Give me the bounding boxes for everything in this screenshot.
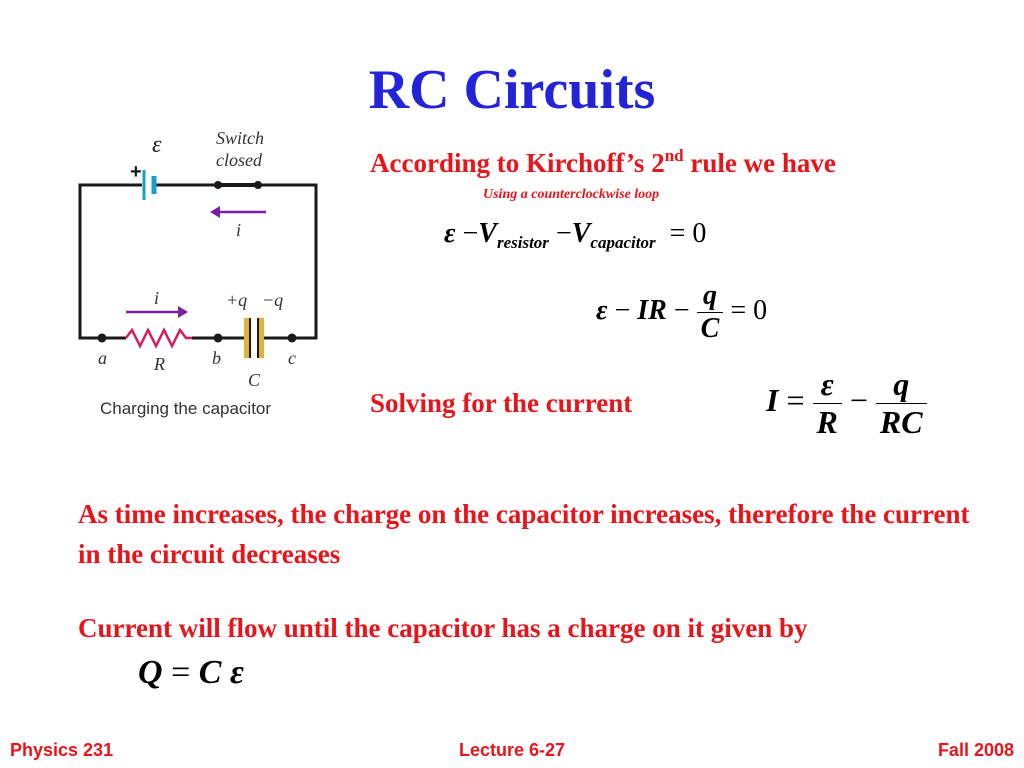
eq1-v-resistor: V	[478, 218, 497, 249]
solving-label: Solving for the current	[370, 388, 633, 418]
eq1-minus-2: −	[555, 218, 572, 249]
eq4-c: C	[198, 654, 222, 691]
paragraph-time-increases: As time increases, the charge on the cap…	[78, 499, 970, 569]
battery-plus-label: +	[130, 161, 142, 183]
circuit-wires	[78, 183, 318, 340]
eq3-fraction-emf-over-r: ε R	[812, 366, 842, 441]
eq4-equals: =	[171, 654, 191, 691]
circuit-caption: Charging the capacitor	[100, 399, 271, 418]
eq3-numerator-emf: ε	[820, 366, 834, 402]
eq3-denominator-r: R	[812, 403, 842, 441]
eq2-ir: IR	[637, 294, 667, 326]
eq2-denominator-c: C	[696, 312, 724, 345]
footer-lecture: Lecture 6-27	[458, 740, 566, 760]
node-b-label: b	[212, 348, 221, 368]
switch-contact-right	[254, 181, 262, 189]
resistor-label: R	[153, 354, 165, 374]
node-b-dot	[213, 333, 223, 343]
eq2-equals-zero: = 0	[730, 294, 768, 326]
kirchoff-heading: According to Kirchoff’s 2nd rule we have	[370, 146, 836, 179]
eq2-minus-1: −	[614, 294, 631, 326]
charge-plus-label: +q	[226, 290, 247, 310]
current-arrow-top	[210, 206, 266, 218]
eq4-q: Q	[138, 654, 163, 691]
kirchoff-text: According to Kirchoff’s 2	[370, 148, 665, 178]
eq2-numerator-q: q	[703, 280, 717, 311]
rc-circuit-diagram: ε + Switch closed i i +q −q a b c R C Ch…	[78, 128, 318, 418]
eq2-minus-2: −	[673, 294, 690, 326]
kirchoff-tail: rule we have	[683, 148, 836, 178]
eq3-numerator-q: q	[893, 366, 910, 402]
charge-equation: Q = C ε	[138, 654, 244, 692]
loop-equation-expanded: ε − IR − q C = 0	[596, 280, 767, 345]
kirchoff-superscript: nd	[664, 146, 684, 165]
eq1-sub-resistor: resistor	[496, 233, 549, 252]
node-a-dot	[97, 333, 107, 343]
paragraph-current-flow: Current will flow until the capacitor ha…	[78, 613, 808, 643]
eq4-emf: ε	[229, 654, 244, 691]
current-label-top: i	[236, 220, 241, 240]
emf-label: ε	[152, 132, 162, 158]
slide-title: RC Circuits	[368, 59, 656, 121]
eq1-sub-capacitor: capacitor	[590, 233, 656, 252]
current-label-bottom: i	[154, 288, 159, 308]
eq2-emf: ε	[596, 294, 608, 326]
footer-term: Fall 2008	[937, 740, 1014, 760]
node-c-dot	[287, 333, 297, 343]
eq1-minus-1: −	[462, 218, 479, 249]
capacitor-label: C	[248, 370, 261, 390]
eq1-emf: ε	[444, 218, 456, 249]
eq3-fraction-q-over-rc: q RC	[875, 366, 927, 441]
node-c-label: c	[288, 348, 296, 368]
eq1-v-capacitor: V	[571, 218, 591, 249]
switch-label-line2: closed	[216, 150, 263, 170]
eq3-equals: =	[786, 381, 805, 418]
kirchoff-equation: ε −Vresistor −Vcapacitor = 0	[444, 218, 706, 253]
current-equation: I = ε R − q RC	[766, 366, 927, 441]
eq3-denominator-rc: RC	[875, 403, 927, 441]
eq3-minus: −	[849, 381, 868, 418]
footer-course: Physics 231	[10, 740, 114, 760]
switch-contact-left	[214, 181, 222, 189]
capacitor-symbol	[244, 318, 264, 358]
battery-symbol	[142, 170, 157, 200]
eq2-fraction-q-over-c: q C	[696, 280, 724, 345]
eq3-i: I	[766, 381, 779, 418]
eq1-equals-zero: = 0	[669, 218, 707, 249]
current-arrow-bottom	[126, 306, 188, 318]
resistor-symbol	[125, 327, 192, 349]
charge-minus-label: −q	[262, 290, 283, 310]
loop-note: Using a counterclockwise loop	[483, 187, 660, 202]
node-a-label: a	[98, 348, 107, 368]
switch-label-line1: Switch	[216, 128, 264, 148]
